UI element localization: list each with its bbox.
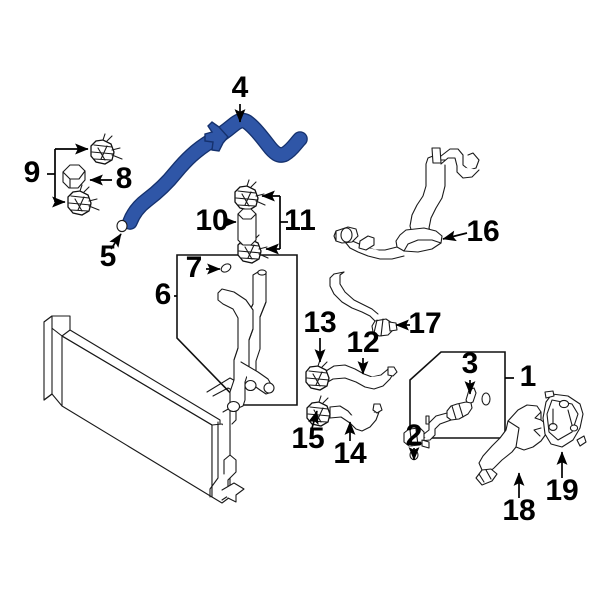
- coolant-pipe-long-assembly: [333, 147, 480, 260]
- thermostat-housing-flange: [475, 404, 547, 486]
- leader-5: [109, 233, 122, 250]
- callout-6[interactable]: 6: [155, 278, 172, 311]
- callout-10[interactable]: 10: [195, 204, 228, 237]
- callout-leaders: [47, 104, 568, 498]
- hose-clamp-upper-center: [234, 179, 266, 211]
- connector-sleeve: [62, 164, 86, 189]
- coolant-pipe-connector: [403, 387, 491, 449]
- callout-9[interactable]: 9: [24, 156, 41, 189]
- bracket-assembly-box-right: [403, 351, 506, 461]
- callout-3[interactable]: 3: [462, 347, 479, 380]
- callout-7[interactable]: 7: [186, 251, 203, 284]
- callout-19[interactable]: 19: [545, 474, 578, 507]
- heater-hose-lower: [329, 403, 383, 432]
- callout-8[interactable]: 8: [116, 162, 133, 195]
- upper-radiator-hose-highlighted: [122, 112, 308, 230]
- leader-16: [442, 230, 468, 242]
- callout-16[interactable]: 16: [466, 215, 499, 248]
- leader-15: [308, 410, 319, 429]
- callout-13[interactable]: 13: [303, 306, 336, 339]
- callout-17[interactable]: 17: [408, 307, 441, 340]
- coolant-pipe-assembly-box: [176, 254, 298, 413]
- o-ring-seal-pipe: [220, 263, 232, 273]
- callout-4[interactable]: 4: [232, 71, 249, 104]
- heater-hose-upper: [325, 364, 398, 390]
- coolant-flange-cover: [542, 390, 587, 448]
- callout-12[interactable]: 12: [346, 326, 379, 359]
- callout-15[interactable]: 15: [291, 422, 324, 455]
- hose-clamp-pair-left: [67, 133, 123, 216]
- hose-end-fitting: [329, 271, 398, 337]
- callout-11[interactable]: 11: [284, 204, 316, 237]
- callout-14[interactable]: 14: [333, 437, 367, 470]
- hose-clamp-upper-left: [90, 133, 123, 165]
- hose-clamp-pair-center: [234, 179, 269, 264]
- hose-clamp-upper: [305, 359, 330, 391]
- callout-5[interactable]: 5: [100, 240, 117, 273]
- callout-labels: 1 2 3 4 5 6 7 8 9 10 11 12 13 14 15 16 1…: [24, 71, 579, 527]
- callout-18[interactable]: 18: [502, 494, 535, 527]
- connector-sleeve-center: [237, 208, 257, 246]
- callout-1[interactable]: 1: [520, 360, 537, 393]
- hose-clamp-lower-left: [67, 184, 100, 216]
- callout-2[interactable]: 2: [406, 419, 423, 452]
- o-ring-seal-hose-end: [116, 219, 128, 233]
